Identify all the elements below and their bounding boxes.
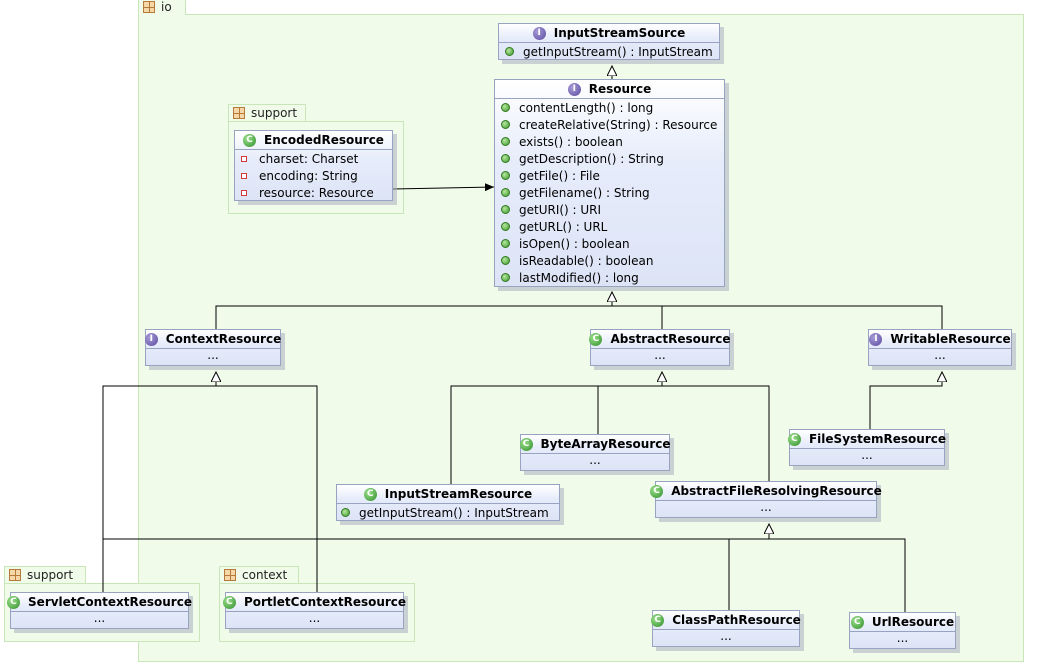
method-row: exists() : boolean [495,133,724,150]
package-support-top-tab[interactable]: support [228,104,306,121]
class-encoded-resource[interactable]: C EncodedResource charset: Charset encodi… [234,130,393,201]
generalization-to-writable-resource [869,372,942,430]
field-row: resource: Resource [235,184,392,201]
method-row: lastModified() : long [495,269,724,286]
method-row: getURL() : URL [495,218,724,235]
public-method-icon [501,222,510,231]
generalization-to-abstract-file-resolving-resource [102,524,906,613]
class-icon: C [7,595,21,609]
interface-icon: I [567,82,581,96]
class-icon: C [519,437,533,451]
class-name: ByteArrayResource [540,437,671,451]
class-name: ContextResource [165,332,282,346]
class-input-stream-source[interactable]: I InputStreamSource getInputStream() : In… [498,23,720,60]
package-icon [143,1,155,13]
field-row: charset: Charset [235,150,392,167]
package-support-top-label: support [251,106,298,120]
class-icon: C [787,432,801,446]
class-name: InputStreamResource [384,487,533,501]
public-method-icon [501,103,510,112]
method-row: contentLength() : long [495,99,724,116]
public-method-icon [501,273,510,282]
method-row: getDescription() : String [495,150,724,167]
method-row: getFile() : File [495,167,724,184]
package-icon [233,107,245,119]
generalization-to-abstract-resource [450,372,770,484]
class-name: InputStreamSource [553,26,686,40]
package-icon [9,569,21,581]
association-encoded-resource-to-resource [392,183,495,192]
private-field-icon [241,189,247,196]
class-icon: C [589,332,603,346]
public-method-icon [501,256,510,265]
class-name: AbstractResource [610,332,731,346]
class-name: PortletContextResource [243,595,407,609]
generalization-to-resource [215,292,943,330]
class-input-stream-resource[interactable]: C InputStreamResource getInputStream() : … [336,484,560,521]
public-method-icon [501,154,510,163]
method-row: createRelative(String) : Resource [495,116,724,133]
method-row: isOpen() : boolean [495,235,724,252]
method-row: getInputStream() : InputStream [499,43,719,60]
public-method-icon [501,137,510,146]
class-name: FileSystemResource [808,432,947,446]
package-context-tab[interactable]: context [219,566,299,583]
method-row: getFilename() : String [495,184,724,201]
class-name: ClassPathResource [672,613,801,627]
field-row: encoding: String [235,167,392,184]
class-icon: C [363,487,377,501]
method-row: getURI() : URI [495,201,724,218]
interface-icon: I [532,26,546,40]
public-method-icon [505,47,514,56]
class-resource[interactable]: I Resource contentLength() : long createR… [494,79,725,287]
package-io-tab[interactable]: io [138,0,186,15]
class-name: WritableResource [890,332,1011,346]
class-icon: C [650,484,664,498]
interface-icon: I [869,332,883,346]
interface-icon: I [144,332,158,346]
class-icon: C [243,133,257,147]
class-icon: C [222,595,236,609]
public-method-icon [501,171,510,180]
public-method-icon [501,239,510,248]
public-method-icon [501,205,510,214]
generalization-to-context-resource [102,372,318,593]
class-name: UrlResource [871,615,955,629]
class-name: AbstractFileResolvingResource [671,484,882,498]
class-name: ServletContextResource [28,595,192,609]
method-row: getInputStream() : InputStream [337,504,559,521]
private-field-icon [241,155,247,162]
public-method-icon [501,120,510,129]
package-support-bottom-label: support [27,568,74,582]
package-io-label: io [161,0,172,14]
class-name: EncodedResource [264,133,384,147]
public-method-icon [501,188,510,197]
package-context-label: context [242,568,288,582]
package-support-bottom-tab[interactable]: support [4,566,86,583]
package-icon [224,569,236,581]
class-icon: C [651,613,665,627]
method-row: isReadable() : boolean [495,252,724,269]
class-icon: C [850,615,864,629]
private-field-icon [241,172,247,179]
class-name: Resource [588,82,652,96]
public-method-icon [341,508,350,517]
